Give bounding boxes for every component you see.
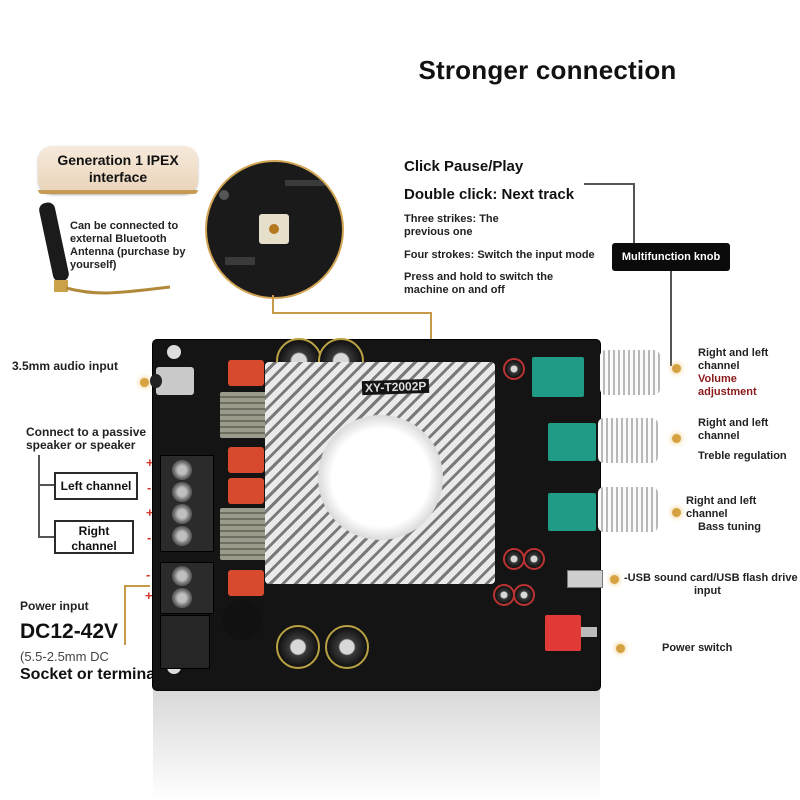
knob-hold-text: Press and hold to switch the machine on … [404,271,553,297]
knob-hold-line2: machine on and off [404,284,505,296]
bass-knob[interactable] [598,487,658,532]
volume-channel-label: Right and left channel [698,347,768,373]
film-capacitor [228,360,264,386]
passive-line2: speaker or speaker [26,438,136,452]
left-plus: + [146,455,154,470]
right-minus: - [147,530,152,545]
cooling-fan [318,415,443,540]
volume-adjustment-label: Volume adjustment [698,373,757,399]
antenna-icon [39,202,171,295]
board-model: XY-T2002P [361,378,430,396]
volume-dot [672,364,681,373]
small-capacitor [523,548,545,570]
treble-dot [672,434,681,443]
voltage-label: DC12-42V [20,620,119,643]
volume-line1: Volume [698,373,737,385]
knob-four-text: Four strokes: Switch the input mode [404,249,595,261]
dc-socket [160,615,210,669]
right-channel-line1: Right [78,524,110,538]
left-channel-box: Left channel [54,472,138,500]
treble-ch-line2: channel [698,430,740,442]
buzzer [222,600,262,640]
knob-hold-line1: Press and hold to switch the [404,271,554,283]
board-reflection [153,690,600,800]
electrolytic-capacitor [276,625,320,669]
volume-potentiometer [532,357,584,397]
knob-three-text: Three strikes: The previous one [404,213,499,239]
film-capacitor [228,447,264,473]
socket-size-label: (5.5-2.5mm DC [20,649,109,664]
volume-ch-line2: channel [698,360,740,372]
ipex-badge-line2: interface [88,169,148,185]
socket-terminal-label: Socket or terminal) [20,666,165,683]
audio-input-label: 3.5mm audio input [12,359,119,373]
right-channel-line2: channel [71,539,117,553]
ipex-badge: Generation 1 IPEX interface [38,146,198,194]
page-title: Stronger connection [418,55,677,85]
ipex-description: Can be connected to external Bluetooth A… [70,220,186,272]
film-capacitor [228,478,264,504]
bass-channel-label: Right and left channel [686,495,757,520]
ipex-desc-line4: yourself) [70,259,117,271]
multifunction-knob-label: Multifunction knob [612,243,730,271]
power-input-label: Power input [20,599,89,613]
power-switch[interactable] [545,615,581,651]
ipex-desc-line3: Antenna (purchase by [70,246,186,258]
power-minus: - [146,567,151,582]
usb-label: -USB sound card/USB flash drive input [624,572,798,598]
usb-line1: -USB sound card/USB flash drive [624,572,798,584]
volume-line2: adjustment [698,386,757,398]
ipex-desc-line1: Can be connected to [70,220,179,232]
ipex-badge-accent [38,190,198,194]
passive-speaker-label: Connect to a passive speaker or speaker [26,426,146,452]
left-minus: - [147,480,152,495]
treble-channel-label: Right and left channel [698,417,768,443]
volume-knob[interactable] [600,350,660,395]
power-switch-dot [616,644,625,653]
treble-potentiometer [548,423,596,461]
bass-tuning-label: Bass tuning [698,521,761,533]
small-capacitor [493,584,515,606]
audio-jack [156,367,194,395]
film-capacitor [228,570,264,596]
ipex-connector-center [269,224,279,234]
ipex-desc-line2: external Bluetooth [70,233,167,245]
usb-dot [610,575,619,584]
ipex-badge-line1: Generation 1 IPEX [57,152,179,168]
usb-line2: input [694,585,721,597]
bass-potentiometer [548,493,596,531]
volume-ch-line1: Right and left [698,347,769,359]
small-capacitor [513,584,535,606]
treble-ch-line1: Right and left [698,417,769,429]
treble-regulation-label: Treble regulation [698,450,787,462]
usb-port[interactable] [567,570,603,588]
inductor [220,392,272,438]
small-capacitor [503,358,525,380]
small-capacitor [503,548,525,570]
power-plus: + [145,588,153,603]
right-plus: + [146,505,154,520]
right-channel-box: Right channel [54,520,134,554]
power-switch-label: Power switch [662,642,733,654]
knob-three-line2: previous one [404,226,473,238]
audio-input-dot [140,378,149,387]
bass-dot [672,508,681,517]
mount-hole [167,345,181,359]
knob-three-line1: Three strikes: The [404,213,499,225]
inductor [220,508,272,560]
electrolytic-capacitor [325,625,369,669]
ipex-zoom-circle [205,160,344,299]
knob-double-text: Double click: Next track [404,186,575,203]
knob-click-text: Click Pause/Play [404,158,524,175]
treble-knob[interactable] [598,418,658,463]
passive-line1: Connect to a passive [26,425,147,439]
